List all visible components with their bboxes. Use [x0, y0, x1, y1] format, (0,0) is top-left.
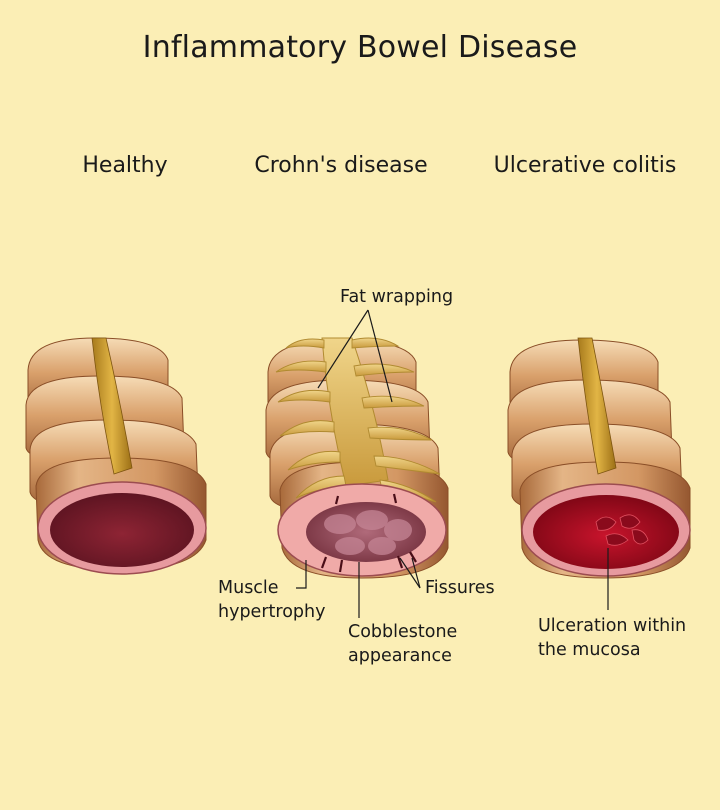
diagram-title: Inflammatory Bowel Disease [142, 30, 578, 65]
leader-lines [296, 309, 609, 618]
label-muscle-hypertrophy-line1: Muscle [218, 578, 279, 598]
label-ulceration-line2: the mucosa [538, 640, 641, 660]
healthy-taenia-band [91, 337, 133, 475]
leader-fat-wrapping-right [367, 309, 393, 403]
healthy-lumen [50, 493, 194, 567]
uc-taenia-band [577, 337, 617, 475]
leader-muscle-hypertrophy [296, 560, 307, 589]
leader-fat-wrapping-left [317, 309, 369, 389]
label-fissures: Fissures [425, 578, 495, 598]
leader-fissures-2 [411, 557, 421, 589]
column-heading-healthy: Healthy [82, 153, 168, 178]
column-heading-ulcerative-colitis: Ulcerative colitis [493, 153, 677, 178]
label-muscle-hypertrophy-line2: hypertrophy [218, 602, 326, 622]
label-ulceration-line1: Ulceration within [538, 616, 687, 636]
uc-lumen [533, 495, 679, 569]
column-heading-crohns: Crohn's disease [254, 153, 428, 178]
crohns-fissure-marks [320, 493, 417, 573]
label-cobblestone-line1: Cobblestone [348, 622, 458, 642]
uc-ulcers [595, 514, 649, 546]
healthy-bowel [25, 337, 207, 575]
uc-bowel [507, 337, 691, 579]
label-cobblestone-line2: appearance [348, 646, 452, 666]
label-fat-wrapping: Fat wrapping [340, 287, 454, 307]
crohns-cobblestones [324, 510, 412, 555]
crohns-bowel [265, 337, 449, 579]
leader-fissures-1 [399, 557, 421, 589]
